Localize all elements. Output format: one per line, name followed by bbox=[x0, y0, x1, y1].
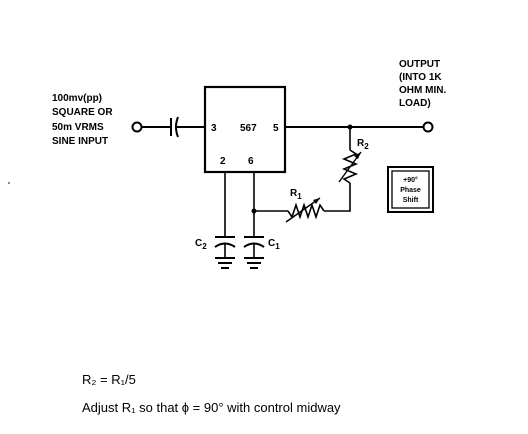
r1-label-letter: R bbox=[290, 188, 298, 199]
r2-label: R2 bbox=[357, 138, 369, 151]
input-terminal bbox=[131, 121, 143, 133]
r1-arrow-head bbox=[313, 198, 320, 204]
output-label: OUTPUT (INTO 1K OHM MIN. LOAD) bbox=[399, 59, 446, 109]
output-label-line2: (INTO 1K bbox=[399, 72, 442, 83]
phase-box-line1: +90° bbox=[403, 176, 418, 184]
ic-pin2-label: 2 bbox=[220, 156, 226, 167]
r2-bottom-lead bbox=[324, 183, 351, 212]
ic-pin5-label: 5 bbox=[273, 123, 279, 134]
note-adjust-instruction: Adjust R₁ so that ϕ = 90° with control m… bbox=[82, 400, 341, 415]
c1-label: C1 bbox=[268, 238, 280, 251]
input-label-line3: 50m VRMS bbox=[52, 122, 104, 133]
pin6-junction bbox=[251, 208, 257, 214]
r2-label-sub: 2 bbox=[364, 142, 369, 151]
c2-label-letter: C bbox=[195, 238, 202, 249]
c2-ground-icon bbox=[215, 257, 235, 269]
note-r2-relation: R₂ = R₁/5 bbox=[82, 372, 136, 387]
r1-label-sub: 1 bbox=[297, 192, 302, 201]
r1-variable-arrow bbox=[285, 197, 321, 223]
c1-ground-icon bbox=[244, 257, 264, 269]
output-label-line1: OUTPUT bbox=[399, 59, 440, 70]
c2-label-sub: 2 bbox=[202, 242, 207, 251]
c1-label-letter: C bbox=[268, 238, 275, 249]
ic-pin6-label: 6 bbox=[248, 156, 254, 167]
ic-part-number: 567 bbox=[240, 123, 257, 134]
output-label-line3: OHM MIN. bbox=[399, 85, 446, 96]
r2-arrow-head bbox=[354, 152, 361, 159]
output-terminal bbox=[422, 121, 434, 133]
stray-dot bbox=[8, 182, 10, 184]
c2-label: C2 bbox=[195, 238, 207, 251]
r2-label-letter: R bbox=[357, 138, 365, 149]
phase-shift-box-inner bbox=[391, 170, 430, 209]
input-label: 100mv(pp) SQUARE OR 50m VRMS SINE INPUT bbox=[52, 93, 113, 147]
c1-label-sub: 1 bbox=[275, 242, 280, 251]
input-label-line2: SQUARE OR bbox=[52, 107, 113, 118]
ic-pin3-label: 3 bbox=[211, 123, 217, 134]
phase-box-line2: Phase bbox=[400, 187, 421, 194]
ic-567-body bbox=[203, 85, 287, 174]
output-label-line4: LOAD) bbox=[399, 98, 431, 109]
phase-box-line3: Shift bbox=[403, 197, 419, 204]
r1-label: R1 bbox=[290, 188, 302, 201]
input-label-line1: 100mv(pp) bbox=[52, 93, 102, 104]
r1-resistor bbox=[287, 202, 325, 220]
input-label-line4: SINE INPUT bbox=[52, 136, 108, 147]
